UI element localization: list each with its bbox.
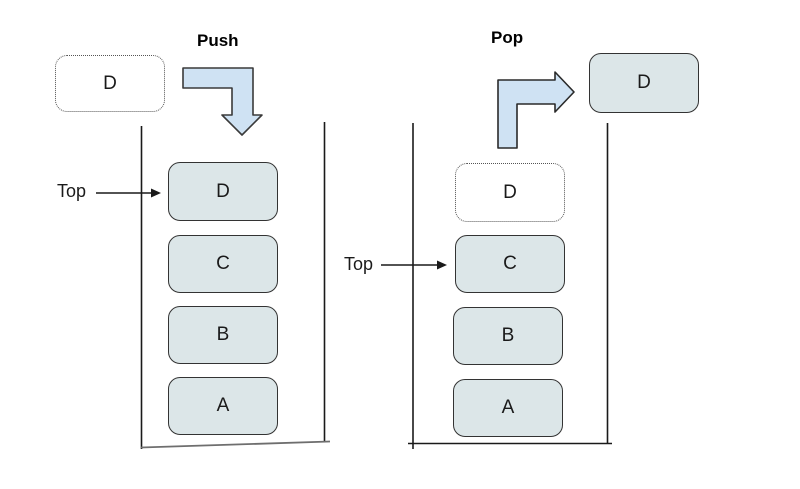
pop-stack-item-b: B [453, 307, 563, 365]
push-stack-item-c: C [168, 235, 278, 293]
pop-stack-item-a: A [453, 379, 563, 437]
push-arrow-icon [182, 67, 263, 136]
push-top-pointer-arrowhead-icon [151, 188, 161, 198]
push-stack-item-c-label: C [216, 253, 230, 274]
pop-arrow-icon [497, 71, 575, 149]
push-stack-item-a: A [168, 377, 278, 435]
push-incoming-item-box: D [55, 55, 165, 112]
pop-removed-item-box: D [455, 163, 565, 222]
push-stack-item-d-label: D [216, 180, 230, 202]
pop-popped-item-box: D [589, 53, 699, 113]
pop-top-pointer-arrowhead-icon [437, 260, 447, 270]
pop-stack-item-c: C [455, 235, 565, 293]
push-top-label: Top [57, 181, 87, 201]
push-stack-item-b: B [168, 306, 278, 364]
pop-popped-item-label: D [637, 72, 651, 93]
push-incoming-item-label: D [103, 72, 117, 94]
pop-stack-item-b-label: B [501, 325, 515, 346]
push-stack-item-d: D [168, 162, 278, 221]
push-stack-bottom-line [140, 440, 331, 449]
push-stack-item-a-label: A [216, 395, 230, 416]
pop-top-label: Top [344, 254, 374, 274]
pop-stack-item-c-label: C [503, 253, 517, 274]
pop-title: Pop [491, 28, 524, 47]
pop-stack-item-a-label: A [501, 397, 515, 418]
pop-removed-item-label: D [503, 181, 517, 203]
push-title: Push [197, 31, 239, 50]
push-stack-item-b-label: B [216, 324, 230, 345]
